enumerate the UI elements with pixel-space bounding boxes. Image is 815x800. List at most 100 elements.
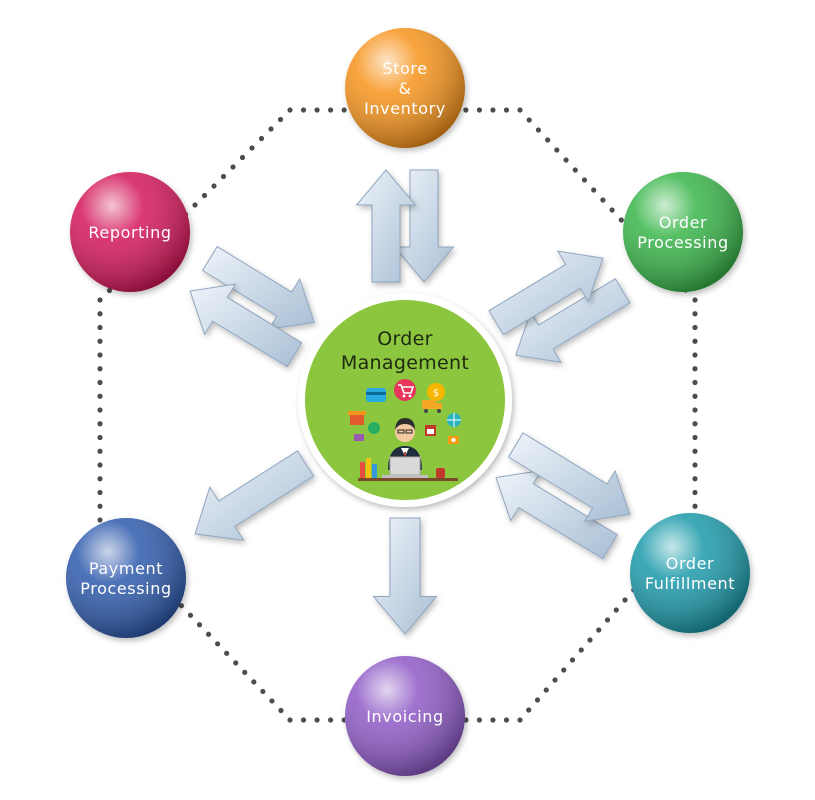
ring-dot <box>692 366 698 372</box>
ring-dot <box>327 107 334 113</box>
ring-dot <box>287 717 293 723</box>
arrow-to-order-fulfillment <box>507 432 631 522</box>
ring-dot <box>314 107 320 113</box>
ring-dot <box>476 717 483 723</box>
credit-card-icon <box>366 388 386 402</box>
ring-dot <box>604 617 611 623</box>
desk-surface <box>358 478 458 481</box>
node-gloss <box>630 513 750 633</box>
arrow-to-invoicing <box>372 517 438 635</box>
ring-dot <box>215 641 221 647</box>
ring-dot <box>192 202 198 208</box>
arrow-to-reporting <box>189 283 303 368</box>
arrow-to-store-inventory <box>355 169 417 283</box>
ring-dot <box>572 167 578 173</box>
ring-dot <box>517 717 523 723</box>
flow-arrows <box>189 169 631 635</box>
ring-dot <box>224 650 230 656</box>
ring-dot <box>517 107 523 113</box>
node-label-line: Inventory <box>364 99 446 118</box>
ring-dot <box>554 147 560 153</box>
ring-dot <box>97 366 103 372</box>
ring-dot <box>618 217 624 223</box>
laptop-icon <box>382 456 428 478</box>
ring-dot <box>591 187 597 193</box>
ring-dot <box>196 622 203 628</box>
ring-dot <box>201 192 208 199</box>
ring-dot <box>277 116 284 123</box>
store-icon <box>348 411 366 425</box>
ring-dot <box>463 107 469 113</box>
ring-dot <box>692 503 698 509</box>
ring-dot <box>97 338 103 344</box>
ring-dot <box>278 707 284 714</box>
ring-dot <box>692 352 698 358</box>
ring-dot <box>97 448 103 454</box>
ring-dot <box>230 164 236 170</box>
node-gloss <box>345 656 465 776</box>
globe-icon <box>447 413 461 427</box>
ring-dot <box>490 107 496 113</box>
delivery-truck-icon <box>422 400 442 413</box>
ring-dot <box>692 421 698 427</box>
ring-dot <box>260 688 266 695</box>
ring-dot <box>692 324 698 331</box>
ring-dot <box>526 117 532 123</box>
arrow-from-order-processing <box>515 278 631 363</box>
ring-dot <box>300 717 307 723</box>
coin-icon: $ <box>427 383 445 401</box>
arrow-from-store-inventory <box>393 169 455 283</box>
ring-dot <box>258 135 265 142</box>
ring-dot <box>578 647 584 653</box>
camera-icon <box>448 436 459 444</box>
ring-dot <box>97 489 103 496</box>
analytics-icon <box>354 422 380 441</box>
ring-dot <box>596 627 602 633</box>
ring-dot <box>97 352 103 358</box>
ring-dot <box>692 379 698 386</box>
node-gloss <box>345 28 465 148</box>
ring-dot <box>97 462 103 468</box>
arrow-to-order-processing <box>488 250 604 336</box>
ring-dot <box>97 324 103 331</box>
ring-dot <box>314 717 320 723</box>
ring-dot <box>300 107 307 113</box>
ring-dot <box>205 631 212 637</box>
ring-dot <box>552 677 558 683</box>
node-gloss <box>66 518 186 638</box>
ring-dot <box>97 297 103 303</box>
node-label-line: Order <box>666 554 714 573</box>
ring-dot <box>692 462 698 468</box>
node-gloss <box>623 172 743 292</box>
coffee-cup-icon <box>436 468 445 478</box>
node-label-line: Reporting <box>88 223 171 242</box>
ring-dot <box>543 687 549 693</box>
ring-dot <box>545 137 551 143</box>
ring-dot <box>97 517 103 523</box>
ring-dot <box>287 107 293 113</box>
ring-dot <box>692 311 698 317</box>
ring-dot <box>526 707 532 713</box>
ring-dot <box>476 107 483 113</box>
node-label-line: Order <box>659 213 707 232</box>
ring-dot <box>609 207 615 213</box>
ring-dot <box>251 679 257 685</box>
ring-dot <box>692 448 698 454</box>
ring-dot <box>692 476 698 482</box>
ring-dot <box>242 669 248 675</box>
ring-dot <box>268 126 274 132</box>
node-reporting: Reporting <box>70 172 190 292</box>
ring-dot <box>269 698 275 704</box>
arrow-to-payment-processing <box>194 450 315 541</box>
arrow-from-order-fulfillment <box>495 469 618 560</box>
ring-dot <box>613 607 619 613</box>
process-nodes: Store&InventoryOrderProcessingOrderFulfi… <box>66 28 750 776</box>
shopping-cart-icon <box>394 379 416 401</box>
ring-dot <box>97 407 103 413</box>
node-label-line: Payment <box>89 559 163 578</box>
ring-dot <box>211 183 217 189</box>
ring-dot <box>239 154 246 161</box>
ring-dot <box>341 107 347 113</box>
